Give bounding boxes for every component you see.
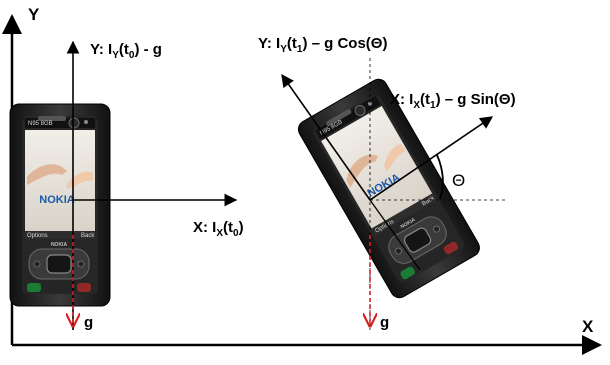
phone-body-brand: NOKIA	[51, 242, 68, 248]
right-y-label: Y: IY(t1) – g Cos(Θ)	[258, 35, 387, 55]
right-x-axis-arrow	[369, 116, 494, 201]
theta-label: Θ	[452, 171, 465, 190]
phone-screen-brand: NOKIA	[39, 194, 75, 206]
right-x-label: X: IX(t1) – g Sin(Θ)	[390, 91, 516, 111]
right-y-axis-arrow	[281, 73, 371, 201]
phone-top-bar-text: N95 8GB	[28, 121, 53, 127]
global-y-label: Y	[28, 5, 40, 24]
left-x-label: X: IX(t0)	[193, 219, 244, 239]
phone-softkey-left: Options	[27, 233, 48, 239]
right-y-axis-tail	[369, 199, 421, 271]
phone-upright: N95 8GB NOKIA Options Back NOKIA	[9, 103, 111, 307]
global-x-label: X	[582, 317, 594, 336]
left-y-label: Y: IY(t0) - g	[90, 41, 162, 61]
phone-softkey-right: Back	[81, 233, 95, 239]
phone-tilted: N95 8GB NOKIA Options Back NOKIA	[294, 75, 484, 302]
theta-arc	[436, 154, 444, 200]
left-g-label: g	[84, 314, 93, 331]
right-g-label: g	[380, 314, 389, 331]
